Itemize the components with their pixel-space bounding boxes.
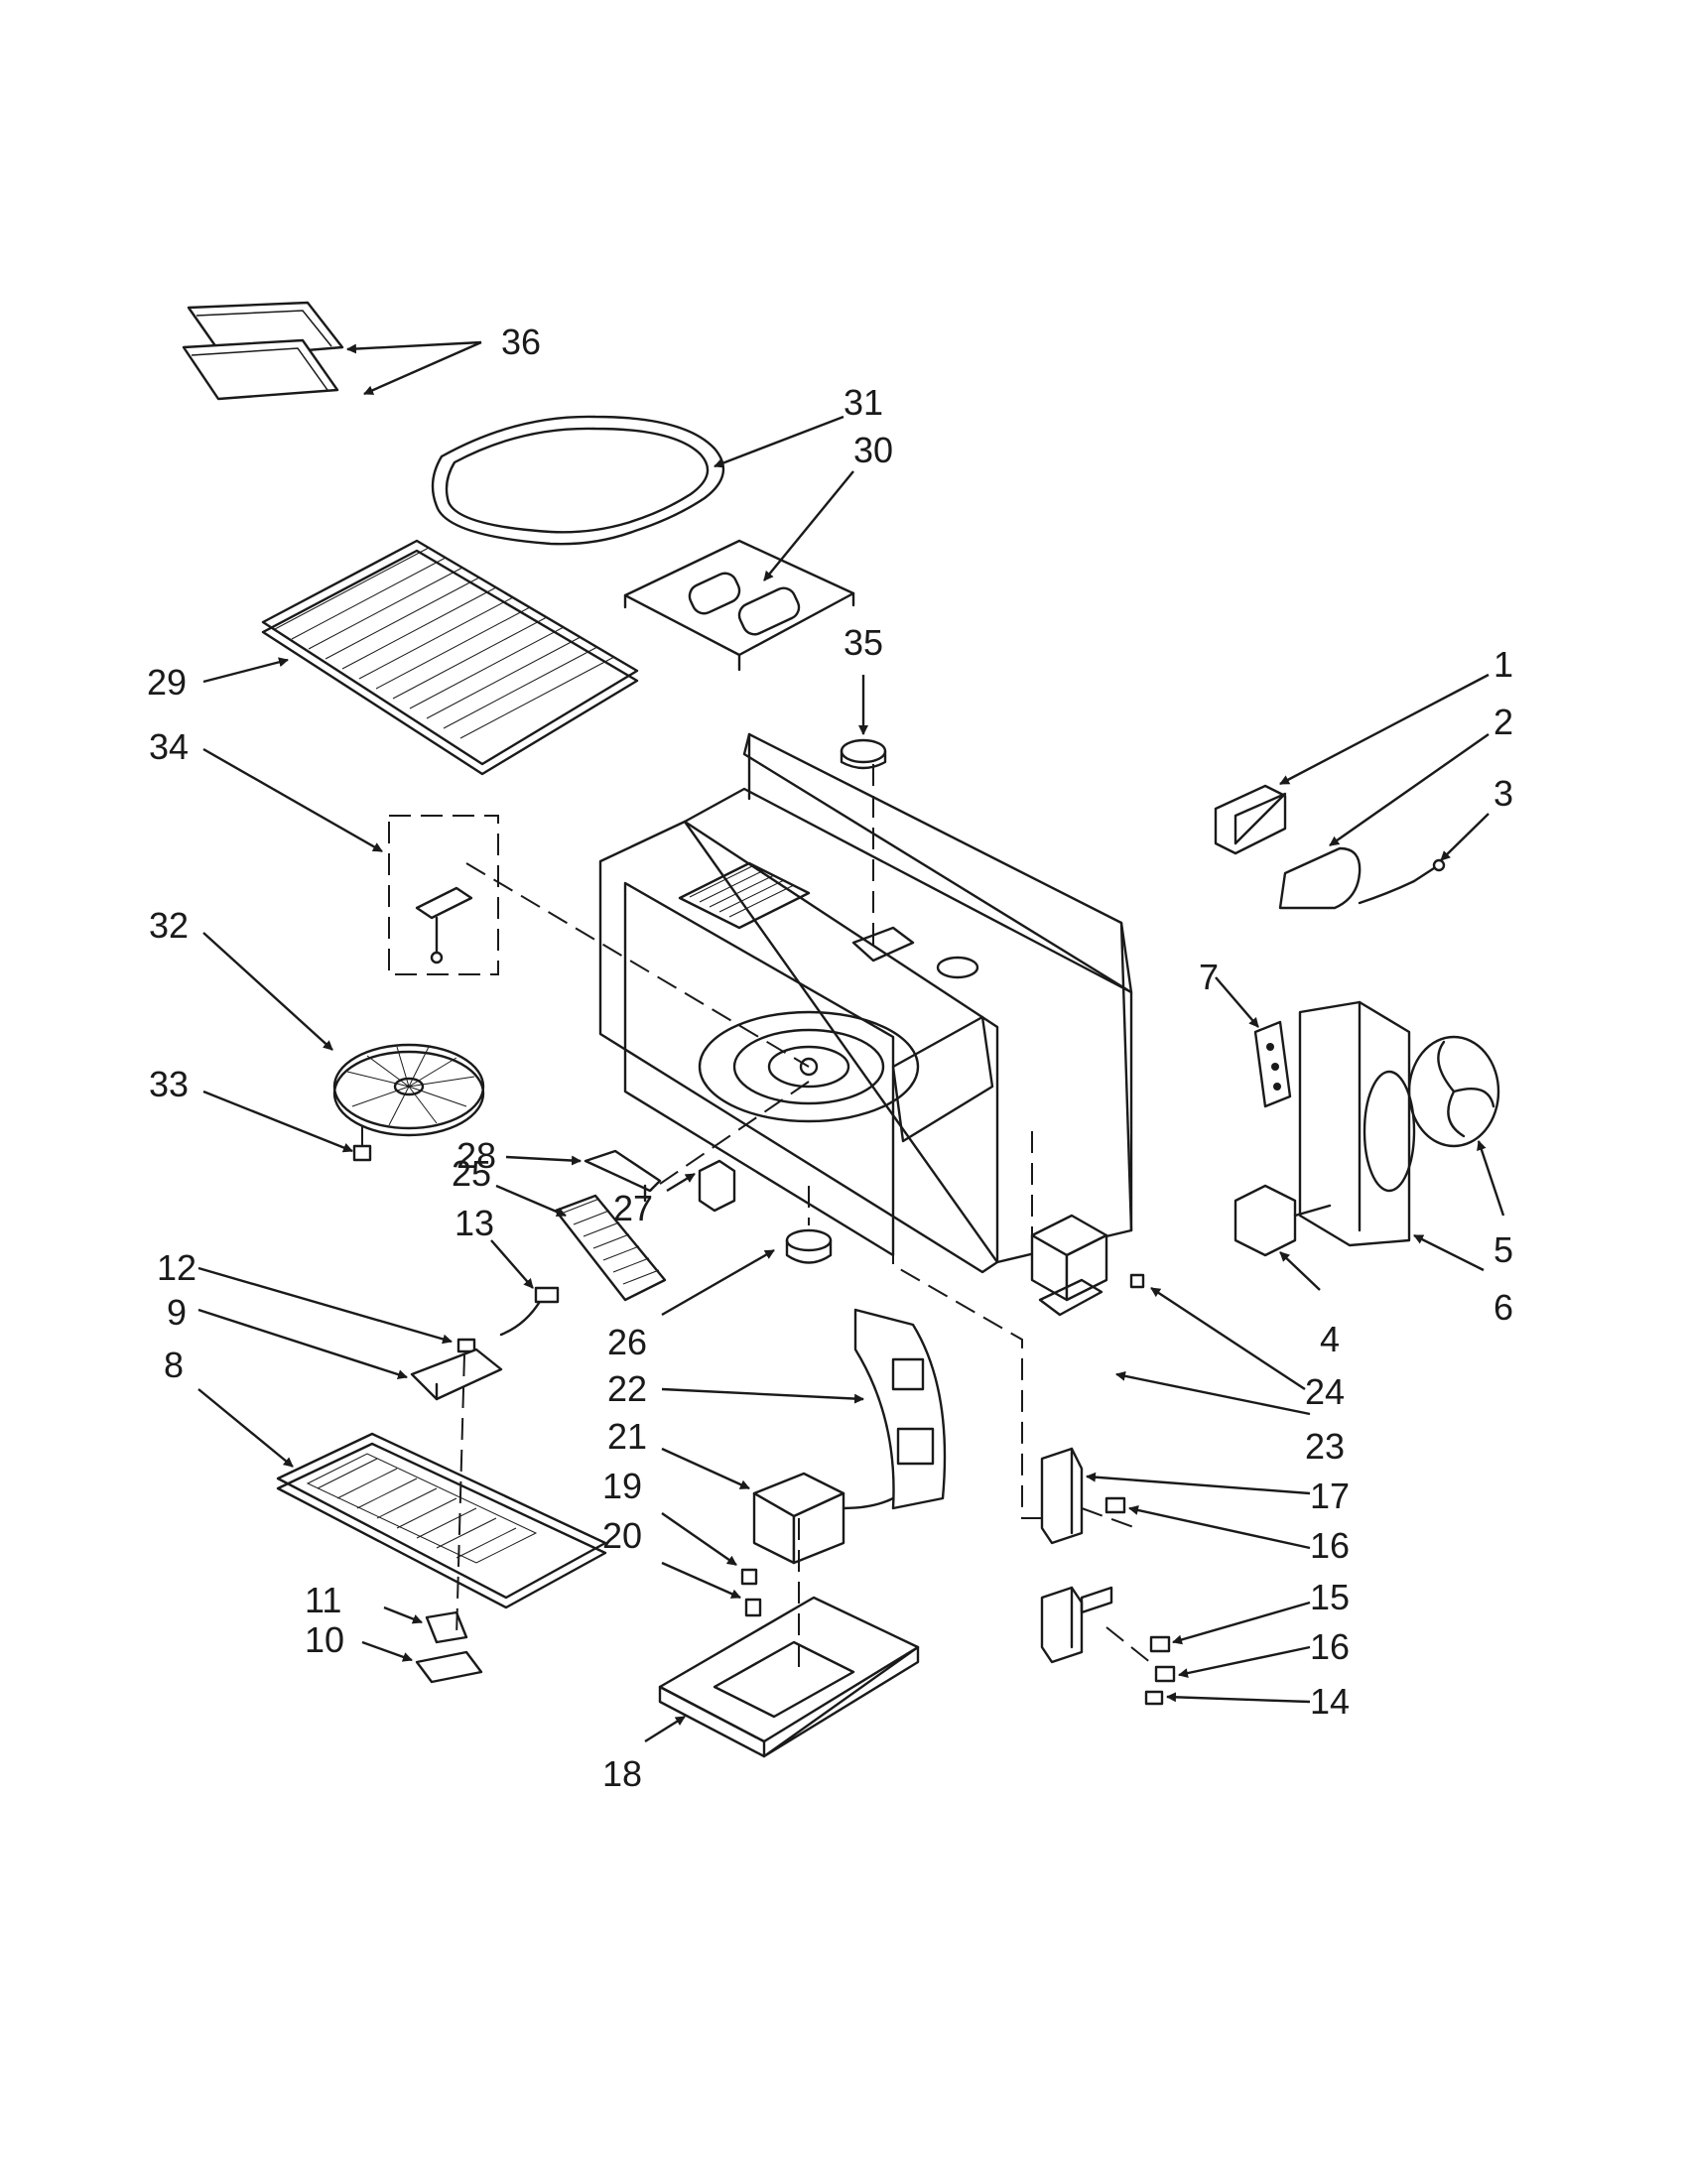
callout-9: 9 — [167, 1292, 187, 1333]
part-switch-monitor — [1154, 1665, 1176, 1683]
leader-lines — [197, 340, 1505, 1743]
part-light-cover — [425, 1610, 468, 1644]
part-fan-blade — [1407, 1035, 1500, 1148]
callout-2: 2 — [1493, 702, 1513, 742]
callout-31: 31 — [844, 382, 883, 423]
part-magnetron — [1030, 1214, 1108, 1317]
part-transformer — [752, 1472, 895, 1565]
part-gasket — [431, 415, 725, 546]
callout-labels: 36 31 30 35 29 34 32 33 28 25 27 13 12 9… — [147, 321, 1513, 1794]
callout-29: 29 — [147, 662, 187, 703]
callout-14: 14 — [1310, 1681, 1350, 1722]
callout-6: 6 — [1493, 1287, 1513, 1328]
callout-23: 23 — [1305, 1426, 1345, 1467]
callout-16-upper: 16 — [1310, 1525, 1350, 1566]
callout-4: 4 — [1320, 1319, 1340, 1359]
part-switch-lower — [1149, 1635, 1171, 1653]
callout-32: 32 — [149, 905, 189, 946]
part-rack — [261, 539, 639, 776]
callout-10: 10 — [305, 1619, 344, 1660]
callout-5: 5 — [1493, 1229, 1513, 1270]
part-latch — [698, 1159, 736, 1213]
callout-12: 12 — [157, 1247, 196, 1288]
callout-7: 7 — [1199, 957, 1219, 997]
callout-13: 13 — [454, 1203, 494, 1243]
part-support-bracket — [623, 539, 855, 672]
part-cavity-housing — [598, 732, 1133, 1274]
part-bottom-plate — [276, 1432, 607, 1609]
callout-34: 34 — [149, 726, 189, 767]
callout-25: 25 — [452, 1153, 491, 1194]
callout-28: 28 — [456, 1135, 496, 1176]
callout-19: 19 — [602, 1466, 642, 1506]
part-thermostat — [1129, 1273, 1145, 1289]
callout-30: 30 — [853, 430, 893, 470]
part-diode-bracket — [1214, 784, 1287, 855]
callout-33: 33 — [149, 1064, 189, 1104]
part-stirrer-cover — [840, 738, 887, 770]
callout-3: 3 — [1493, 773, 1513, 814]
part-stirrer-shaft — [584, 1149, 662, 1203]
part-upper-latch — [1040, 1447, 1084, 1545]
alignment-lines — [455, 764, 1157, 1668]
part-fan-motor — [1234, 1184, 1332, 1257]
callout-24: 24 — [1305, 1371, 1345, 1412]
part-base-plate — [658, 1596, 920, 1758]
callout-36: 36 — [501, 321, 541, 362]
callout-11: 11 — [305, 1580, 341, 1620]
part-control-board — [1253, 1020, 1292, 1108]
callout-20: 20 — [602, 1515, 642, 1556]
part-vent-grille — [554, 1194, 667, 1302]
part-thermal-cutout-b — [744, 1598, 762, 1617]
part-screw — [352, 1126, 372, 1162]
callout-27: 27 — [613, 1188, 653, 1228]
part-lamp — [415, 1650, 483, 1684]
callout-16-lower: 16 — [1310, 1626, 1350, 1667]
part-stirrer-blade — [332, 1043, 485, 1137]
part-thermal-cutout-a — [740, 1568, 758, 1586]
callout-1: 1 — [1493, 644, 1513, 685]
part-charcoal-filters — [182, 301, 344, 401]
callout-21: 21 — [607, 1416, 647, 1457]
part-hardware-kit — [388, 815, 499, 975]
part-light-housing — [410, 1348, 503, 1401]
part-diode — [1358, 858, 1446, 905]
callout-18: 18 — [602, 1753, 642, 1794]
part-lower-latch — [1040, 1586, 1113, 1664]
part-switch-bracket — [1144, 1690, 1164, 1706]
part-switch-upper — [1104, 1496, 1126, 1514]
callout-35: 35 — [844, 622, 883, 663]
callout-26: 26 — [607, 1322, 647, 1362]
callout-17: 17 — [1310, 1476, 1350, 1516]
callout-22: 22 — [607, 1368, 647, 1409]
part-shield-panel — [853, 1308, 947, 1510]
part-fan-housing — [1298, 1000, 1416, 1247]
callout-15: 15 — [1310, 1577, 1350, 1617]
part-turntable-motor — [785, 1186, 833, 1264]
part-capacitor — [1278, 846, 1362, 910]
callout-8: 8 — [164, 1345, 184, 1385]
part-wire-harness — [456, 1286, 560, 1353]
